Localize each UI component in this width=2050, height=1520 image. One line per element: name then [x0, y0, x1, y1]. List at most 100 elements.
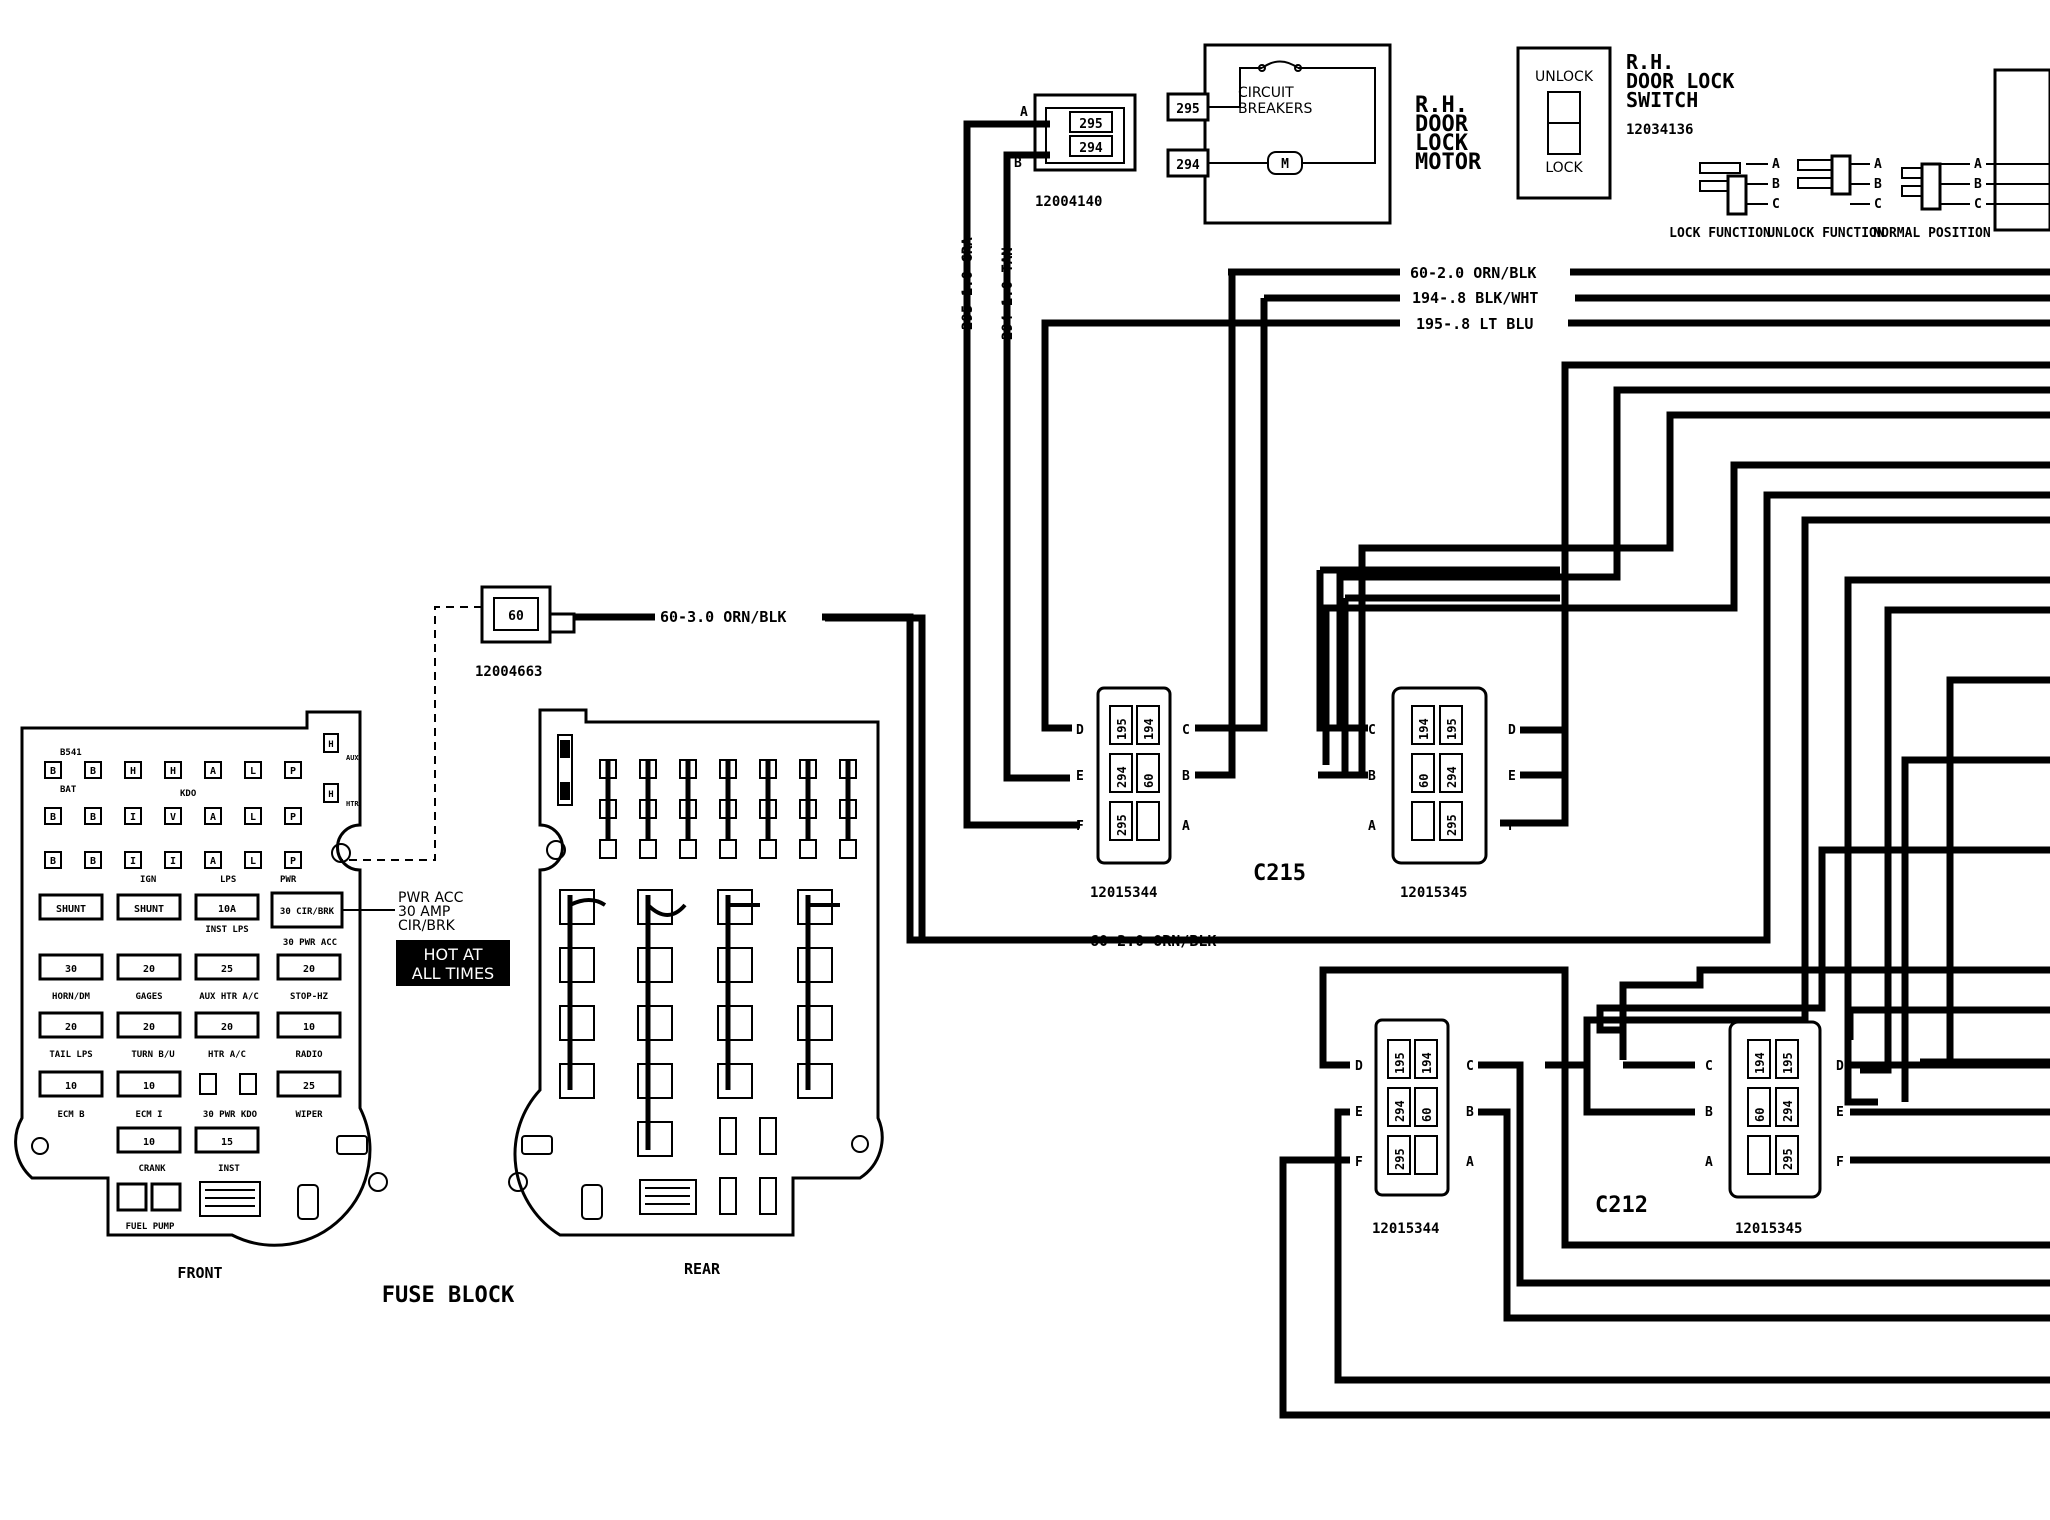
svg-text:LOCK FUNCTION: LOCK FUNCTION	[1669, 226, 1771, 241]
fuse-block-title: FUSE BLOCK	[382, 1283, 515, 1308]
svg-text:A: A	[210, 856, 216, 867]
svg-text:CRANK: CRANK	[138, 1164, 166, 1174]
svg-text:12015344: 12015344	[1372, 1221, 1439, 1237]
svg-text:10: 10	[65, 1081, 77, 1092]
connector-c215-left: 195 194 294 60 295 D E F C B A 12015344	[1076, 686, 1190, 901]
svg-text:30: 30	[65, 964, 77, 975]
svg-text:BREAKERS: BREAKERS	[1238, 101, 1313, 117]
connector-c215-right: 194 195 60 294 295 C B A D E F 12015345	[1368, 686, 1516, 901]
svg-text:E: E	[1836, 1105, 1844, 1120]
svg-text:B: B	[1974, 177, 1982, 192]
svg-text:ECM I: ECM I	[135, 1110, 162, 1120]
svg-text:195: 195	[1445, 718, 1459, 740]
pwr-acc-callout: PWR ACC 30 AMP CIR/BRK HOT AT ALL TIMES	[342, 890, 510, 986]
wire-295	[963, 120, 1070, 829]
svg-text:294: 294	[1393, 1100, 1407, 1122]
svg-text:A: A	[1705, 1155, 1713, 1170]
svg-text:TAIL LPS: TAIL LPS	[49, 1050, 92, 1060]
door-lock-motor: 295 294 CIRCUIT BREAKERS M	[1166, 43, 1392, 225]
svg-text:CIRCUIT: CIRCUIT	[1238, 85, 1294, 101]
wire-294	[1003, 151, 1070, 782]
svg-text:HTR A/C: HTR A/C	[208, 1050, 246, 1060]
svg-text:LPS: LPS	[220, 875, 236, 885]
svg-text:20: 20	[143, 1022, 155, 1033]
svg-text:60: 60	[508, 609, 524, 624]
motor-connector-12004140: 295 294 A B 12004140	[1014, 93, 1137, 210]
door-lock-switch: UNLOCK LOCK R.H. DOOR LOCK SWITCH 120341…	[1516, 46, 1734, 200]
switch-functions: A B C LOCK FUNCTION A B C UNLOCK FUNCTIO…	[1669, 68, 2050, 241]
svg-text:E: E	[1508, 769, 1516, 784]
svg-text:295: 295	[1115, 814, 1129, 836]
svg-text:25: 25	[221, 964, 233, 975]
svg-text:295: 295	[1781, 1148, 1795, 1170]
svg-text:30 AMP: 30 AMP	[398, 904, 450, 920]
fuse-block-front: B541 BAT KDO IGN LPS PWR B B H H A L P	[14, 710, 388, 1247]
svg-text:12004663: 12004663	[475, 664, 542, 680]
svg-text:295: 295	[1176, 102, 1199, 117]
svg-text:P: P	[290, 812, 296, 823]
svg-text:HOT AT: HOT AT	[424, 945, 483, 964]
svg-text:195: 195	[1781, 1052, 1795, 1074]
svg-text:10: 10	[303, 1022, 315, 1033]
svg-text:FUEL PUMP: FUEL PUMP	[126, 1222, 175, 1232]
svg-text:SWITCH: SWITCH	[1626, 88, 1698, 112]
svg-text:295: 295	[1393, 1148, 1407, 1170]
svg-text:12015345: 12015345	[1735, 1221, 1802, 1237]
svg-text:194: 194	[1420, 1052, 1434, 1074]
svg-text:DOOR LOCK: DOOR LOCK	[1626, 69, 1734, 93]
svg-text:60: 60	[1417, 774, 1431, 788]
svg-text:AUX HTR A/C: AUX HTR A/C	[199, 992, 259, 1002]
wire-label-294: 294-1.0 TAN	[1000, 247, 1016, 340]
svg-text:30 PWR KDO: 30 PWR KDO	[203, 1110, 258, 1120]
svg-text:10A: 10A	[218, 904, 236, 915]
svg-text:A: A	[210, 812, 216, 823]
svg-text:C: C	[1182, 723, 1190, 738]
svg-text:A: A	[1466, 1155, 1474, 1170]
svg-text:E: E	[1076, 769, 1084, 784]
svg-text:C: C	[1705, 1059, 1713, 1074]
svg-text:PWR: PWR	[280, 875, 297, 885]
svg-text:LOCK: LOCK	[1545, 160, 1583, 176]
svg-text:A: A	[210, 766, 216, 777]
svg-text:294: 294	[1176, 158, 1200, 173]
svg-text:A: A	[1772, 157, 1780, 172]
svg-text:C: C	[1368, 723, 1376, 738]
svg-text:B: B	[1705, 1105, 1713, 1120]
svg-text:PWR ACC: PWR ACC	[398, 890, 464, 906]
svg-text:WIPER: WIPER	[295, 1110, 323, 1120]
svg-text:15: 15	[221, 1137, 233, 1148]
svg-text:60: 60	[1753, 1108, 1767, 1122]
svg-text:B: B	[90, 766, 96, 777]
wire-label-60-fuse: 60-3.0 ORN/BLK	[660, 608, 786, 626]
cavity-295: 295	[1079, 117, 1102, 132]
svg-text:AUX: AUX	[346, 754, 359, 762]
svg-text:A: A	[1182, 819, 1190, 834]
svg-text:195: 195	[1115, 718, 1129, 740]
svg-text:295: 295	[1445, 814, 1459, 836]
cavity-294: 294	[1079, 141, 1103, 156]
connector-c212-right: 194 195 60 294 295 C B A D E F 12015345	[1705, 1020, 1844, 1237]
svg-text:F: F	[1355, 1155, 1363, 1170]
svg-text:A: A	[1368, 819, 1376, 834]
svg-text:B: B	[1368, 769, 1376, 784]
svg-text:INST: INST	[218, 1164, 240, 1174]
svg-text:194: 194	[1753, 1052, 1767, 1074]
wire-label-295: 295-1.0 GRA	[960, 237, 976, 330]
svg-text:B: B	[1772, 177, 1780, 192]
svg-text:B: B	[50, 766, 56, 777]
wire-label-60-mid: 60-2.0 ORN/BLK	[1090, 932, 1216, 950]
svg-text:NORMAL POSITION: NORMAL POSITION	[1873, 226, 1991, 241]
svg-text:D: D	[1508, 723, 1516, 738]
svg-text:P: P	[290, 856, 296, 867]
svg-text:A: A	[1974, 157, 1982, 172]
svg-text:C: C	[1772, 197, 1780, 212]
c212-label: C212	[1595, 1193, 1648, 1218]
svg-text:10: 10	[143, 1081, 155, 1092]
svg-text:B: B	[1874, 177, 1882, 192]
svg-text:10: 10	[143, 1137, 155, 1148]
svg-text:CIR/BRK: CIR/BRK	[398, 918, 456, 934]
svg-text:12034136: 12034136	[1626, 122, 1693, 138]
svg-text:30 CIR/BRK: 30 CIR/BRK	[280, 907, 335, 917]
rear-label: REAR	[684, 1260, 721, 1278]
